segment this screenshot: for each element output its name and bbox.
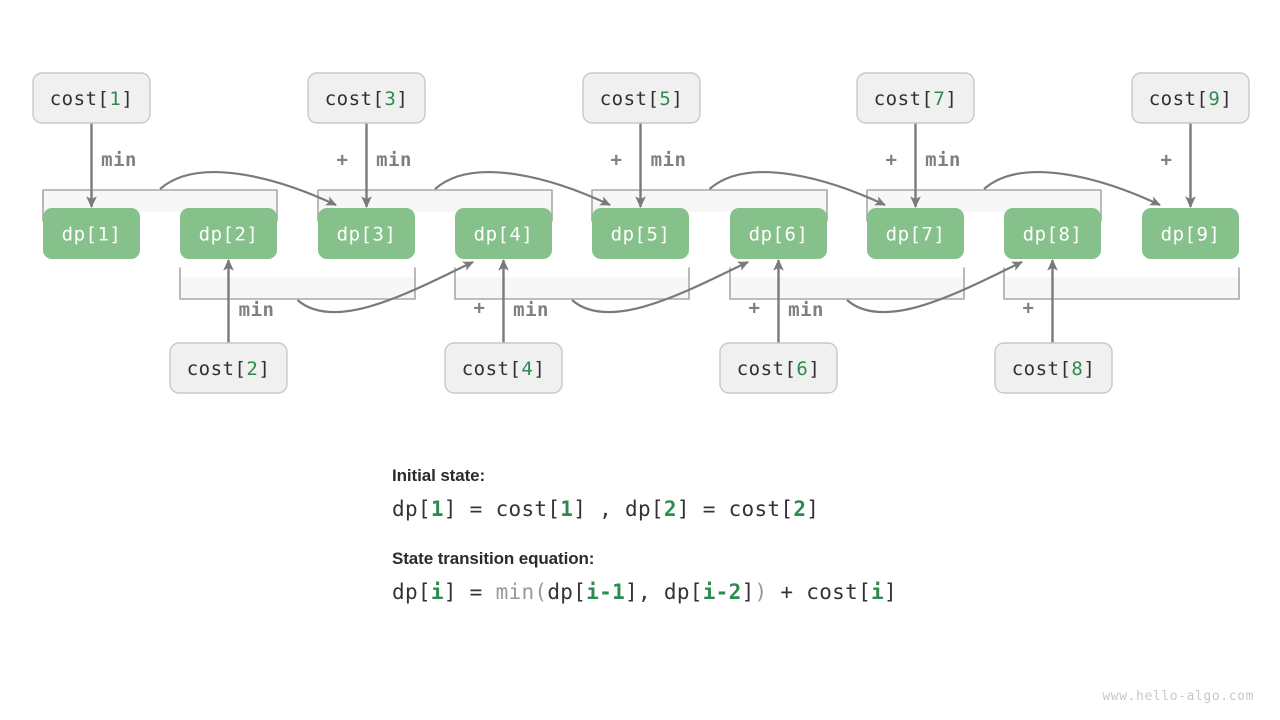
formula-segment: ] , dp[ — [573, 497, 664, 521]
dp-node-label: dp[2] — [199, 224, 259, 246]
dp-node-4: dp[4] — [455, 208, 552, 259]
arc-min-top-0 — [159, 171, 337, 206]
formula-segment: dp[ — [392, 580, 431, 604]
arc-min-bottom-1 — [571, 261, 749, 314]
cost-node-label: cost[2] — [187, 358, 271, 380]
dp-node-label: dp[4] — [474, 224, 534, 246]
formula-segment: 1 — [430, 497, 444, 521]
state-transition-formula: dp[i] = min(dp[i-1], dp[i-2]) + cost[i] — [392, 580, 1032, 604]
label-plus-top-2: + — [886, 149, 898, 171]
label-min-top-0: min — [101, 149, 137, 171]
label-min-bottom-0: min — [239, 299, 275, 321]
transition-heading: State transition equation: — [392, 549, 595, 568]
dp-node-label: dp[7] — [886, 224, 946, 246]
dp-node-9: dp[9] — [1142, 208, 1239, 259]
watermark: www.hello-algo.com — [1102, 689, 1254, 704]
formula-segment: + cost[ — [767, 580, 872, 604]
bracket-group-bottom — [179, 267, 1240, 300]
cost-node-label: cost[8] — [1012, 358, 1096, 380]
dp-node-7: dp[7] — [867, 208, 964, 259]
label-min-bottom-1: min — [513, 299, 549, 321]
arc-min-top-2 — [708, 171, 886, 206]
formula-segment: ] — [806, 497, 820, 521]
formula-segment: i — [871, 580, 884, 604]
arc-min-top-1 — [434, 171, 611, 206]
formula-segment: 2 — [793, 497, 807, 521]
cost-node-7: cost[7] — [856, 72, 975, 124]
label-plus-top-3: + — [1161, 149, 1173, 171]
dp-node-5: dp[5] — [592, 208, 689, 259]
formula-segment: i-2 — [702, 580, 742, 604]
label-plus-top-0: + — [337, 149, 349, 171]
arc-min-top-3 — [983, 171, 1161, 206]
dp-node-3: dp[3] — [318, 208, 415, 259]
bracket-top-3 — [866, 189, 1102, 222]
connector-label-group: min + min + min + min + min + min + min + — [101, 149, 1172, 321]
cost-node-3: cost[3] — [307, 72, 426, 124]
dp-node-8: dp[8] — [1004, 208, 1101, 259]
formula-segment: ] = cost[ — [676, 497, 794, 521]
bracket-group-top — [42, 189, 1102, 222]
initial-state-heading: Initial state: — [392, 466, 486, 485]
label-min-bottom-2: min — [788, 299, 824, 321]
formula-segment: dp[ — [392, 497, 431, 521]
dp-node-2: dp[2] — [180, 208, 277, 259]
node-group: cost[1] cost[3] cost[5] cost[7] cost[9] cost[… — [32, 72, 1250, 394]
formula-segment: i-1 — [586, 580, 626, 604]
cost-node-label: cost[3] — [325, 88, 409, 110]
initial-state-formula: dp[1] = cost[1] , dp[2] = cost[2] — [392, 497, 1032, 521]
formula-segment: ] = cost[ — [443, 497, 561, 521]
arc-min-bottom-2 — [846, 261, 1023, 314]
cost-node-label: cost[6] — [737, 358, 821, 380]
dp-node-1: dp[1] — [43, 208, 140, 259]
arc-group — [159, 171, 1161, 314]
cost-node-5: cost[5] — [582, 72, 701, 124]
label-plus-bottom-0: + — [474, 297, 486, 319]
cost-node-4: cost[4] — [444, 342, 563, 394]
dp-node-label: dp[3] — [337, 224, 397, 246]
cost-node-label: cost[4] — [462, 358, 546, 380]
label-plus-bottom-2: + — [1023, 297, 1035, 319]
bracket-top-0 — [42, 189, 278, 222]
formula-segment: ], dp[ — [625, 580, 703, 604]
formula-segment: ) — [754, 580, 768, 604]
dp-node-label: dp[9] — [1161, 224, 1221, 246]
cost-node-label: cost[1] — [50, 88, 134, 110]
label-min-top-3: min — [925, 149, 961, 171]
cost-node-8: cost[8] — [994, 342, 1113, 394]
formula-segment: i — [430, 580, 444, 604]
bracket-bottom-1 — [454, 267, 690, 300]
dp-node-label: dp[5] — [611, 224, 671, 246]
cost-node-2: cost[2] — [169, 342, 288, 394]
formula-segment: 1 — [560, 497, 574, 521]
cost-node-1: cost[1] — [32, 72, 151, 124]
dp-node-6: dp[6] — [730, 208, 827, 259]
label-min-top-1: min — [376, 149, 412, 171]
dp-node-label: dp[6] — [749, 224, 809, 246]
bracket-bottom-0 — [179, 267, 416, 300]
formula-segment: 2 — [663, 497, 677, 521]
formula-segment: ] — [741, 580, 755, 604]
bracket-top-2 — [591, 189, 828, 222]
label-min-top-2: min — [651, 149, 687, 171]
formula-segment: ] — [883, 580, 897, 604]
cost-node-6: cost[6] — [719, 342, 838, 394]
bracket-top-1 — [317, 189, 553, 222]
legend-block: Initial state: dp[1] = cost[1] , dp[2] =… — [392, 466, 1032, 604]
arc-min-bottom-0 — [296, 261, 474, 314]
dp-node-label: dp[1] — [62, 224, 122, 246]
bracket-bottom-3 — [1003, 267, 1240, 300]
cost-node-label: cost[7] — [874, 88, 958, 110]
formula-segment: dp[ — [547, 580, 587, 604]
label-plus-top-1: + — [611, 149, 623, 171]
label-plus-bottom-1: + — [749, 297, 761, 319]
cost-node-label: cost[5] — [600, 88, 684, 110]
formula-segment: ] = — [443, 580, 496, 604]
bracket-bottom-2 — [729, 267, 965, 300]
cost-node-9: cost[9] — [1131, 72, 1250, 124]
dp-node-label: dp[8] — [1023, 224, 1083, 246]
vertical-arrow-group — [86, 123, 1196, 343]
formula-segment: min( — [495, 580, 548, 604]
cost-node-label: cost[9] — [1149, 88, 1233, 110]
